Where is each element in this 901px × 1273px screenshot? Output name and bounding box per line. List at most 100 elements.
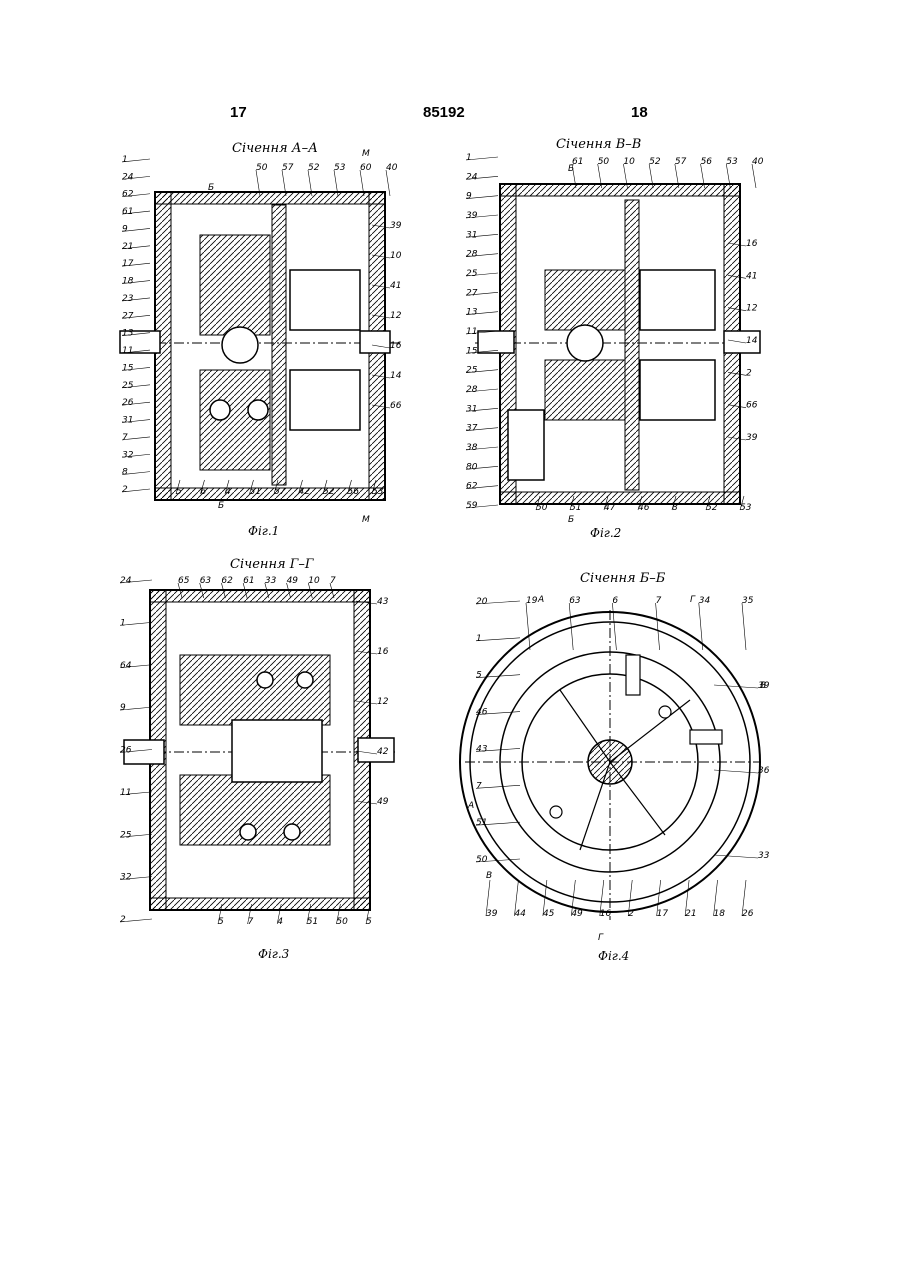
fig2-ref-left: 25 — [466, 269, 478, 279]
fig3-ref-left: 1 — [120, 618, 126, 628]
fig2-ref-top: 61 — [572, 157, 583, 167]
figure-2-caption: Фіг.2 — [590, 526, 621, 540]
fig4-ref-top: 35 — [742, 596, 754, 606]
fig1-ref-left: 17 — [122, 259, 134, 269]
fig2-ref-top: 40 — [752, 157, 764, 167]
fig1-ref-left: 11 — [122, 346, 133, 356]
fig4-ref-top: 6 — [612, 596, 618, 606]
fig2-ref-top-leader — [752, 164, 756, 188]
fig4-ref-right-leader — [714, 685, 758, 688]
fig4-ref-bottom: 44 — [514, 909, 526, 919]
fig1-ref-left: 27 — [122, 311, 134, 321]
fig2-ref-left: 28 — [466, 250, 478, 260]
fig4-ref-bottom: 21 — [685, 909, 696, 919]
fig2-ref-bottom: 47 — [604, 503, 616, 513]
fig3-ref-top: 65 — [178, 576, 190, 586]
fig1-ref-top: 52 — [308, 163, 320, 173]
section-mark-b-bottom: Б — [218, 501, 224, 511]
figure-4-caption: Фіг.4 — [598, 949, 629, 963]
fig3-ref-right: 49 — [377, 797, 389, 807]
fig4-ref-left: 43 — [476, 744, 488, 754]
figure-1: Січення А–А Б Б М М 12462619211718232713… — [120, 141, 402, 538]
fig1-ref-left: 7 — [122, 433, 128, 443]
fig4-ref-top: 34 — [699, 596, 711, 606]
fig1-ref-top: 50 — [256, 163, 268, 173]
fig1-ref-left: 1 — [122, 155, 128, 165]
fig1-ref-top: 40 — [386, 163, 398, 173]
fig1-ref-right: 14 — [390, 371, 402, 381]
fig4-ref-top: 7 — [656, 596, 662, 606]
figure-2: Січення В–В Б Б 124939312825271311152528… — [466, 137, 764, 540]
fig2-ref-left: 59 — [466, 501, 478, 511]
fig3-ref-left: 64 — [120, 661, 132, 671]
fig1-ref-left: 9 — [122, 224, 128, 234]
fig1-ref-left: 15 — [122, 363, 134, 373]
fig1-ref-bottom: 57 — [274, 487, 286, 497]
fig1-ref-top: 60 — [360, 163, 372, 173]
fig4-ref-right: 36 — [758, 766, 770, 776]
fig3-ref-left: 9 — [120, 703, 126, 713]
section-mark-a-top: А — [537, 595, 544, 605]
fig4-ref-top-leader — [742, 603, 746, 650]
fig3-ref-bottom: 4 — [277, 917, 283, 927]
fig4-ref-top: 63 — [569, 596, 581, 606]
fig1-ref-left: 2 — [122, 485, 128, 495]
fig4-ref-top-leader — [612, 603, 616, 650]
fig2-ref-left: 39 — [466, 211, 478, 221]
figure-3-title: Січення Г–Г — [230, 557, 314, 572]
fig2-ref-top: 50 — [598, 157, 610, 167]
fig3-ref-bottom: 50 — [336, 917, 348, 927]
fig1-ref-left: 25 — [122, 381, 134, 391]
fig1-ref-left: 31 — [122, 416, 133, 426]
fig3-ref-top: 61 — [243, 576, 254, 586]
fig2-ref-left: 9 — [466, 192, 472, 202]
fig1-ref-bottom: 5 — [176, 487, 182, 497]
fig4-ref-top-leader — [526, 603, 530, 650]
fig4-ref-bottom: 18 — [714, 909, 726, 919]
fig3-ref-bottom: 51 — [307, 917, 318, 927]
fig4-ref-top-leader — [656, 603, 660, 650]
fig2-ref-left: 1 — [466, 153, 472, 163]
fig4-ref-bottom: 2 — [628, 909, 634, 919]
fig4-ref-bottom: 26 — [742, 909, 754, 919]
fig4-ref-left: 1 — [476, 634, 482, 644]
fig4-ref-left-leader — [476, 785, 520, 788]
fig4-ref-right-leader — [714, 855, 758, 858]
fig1-ref-left: 8 — [122, 468, 128, 478]
fig1-ref-left: 61 — [122, 207, 133, 217]
fig1-ref-left: 32 — [122, 450, 134, 460]
figure-1-title: Січення А–А — [232, 141, 318, 156]
fig4-ref-bottom: 49 — [571, 909, 583, 919]
fig1-ref-left: 24 — [122, 172, 134, 182]
fig2-ref-right: 14 — [746, 336, 758, 346]
figure-4-title: Січення Б–Б — [580, 571, 666, 586]
fig2-ref-left: 27 — [466, 288, 478, 298]
fig3-ref-left: 32 — [120, 873, 132, 883]
fig1-ref-bottom: 53 — [372, 487, 384, 497]
fig4-ref-right: 33 — [758, 851, 770, 861]
fig3-ref-left: 26 — [120, 746, 132, 756]
fig4-ref-top: 19 — [526, 596, 538, 606]
fig3-ref-top: 63 — [200, 576, 212, 586]
fig3-ref-top: 7 — [330, 576, 336, 586]
fig3-ref-right: 16 — [377, 647, 389, 657]
fig4-ref-right-leader — [714, 770, 758, 773]
fig2-ref-right: 66 — [746, 401, 758, 411]
fig4-ref-right: 39 — [758, 681, 770, 691]
fig2-ref-right: 16 — [746, 239, 758, 249]
fig2-ref-top: 56 — [701, 157, 713, 167]
fig3-ref-right: 12 — [377, 697, 389, 707]
fig1-ref-left: 21 — [122, 242, 133, 252]
fig1-ref-left: 62 — [122, 190, 134, 200]
fig3-ref-right: 43 — [377, 597, 389, 607]
fig2-ref-left: 25 — [466, 366, 478, 376]
fig2-ref-left: 80 — [466, 462, 478, 472]
fig3-ref-left: 25 — [120, 830, 132, 840]
figure-3: Січення Г–Г 2416492611253226563626133491… — [120, 557, 395, 961]
fig4-ref-bottom: 45 — [543, 909, 555, 919]
fig3-ref-right: 42 — [377, 747, 389, 757]
fig2-ref-top: 10 — [623, 157, 635, 167]
fig2-ref-bottom: 52 — [706, 503, 718, 513]
fig2-ref-top: 52 — [649, 157, 661, 167]
